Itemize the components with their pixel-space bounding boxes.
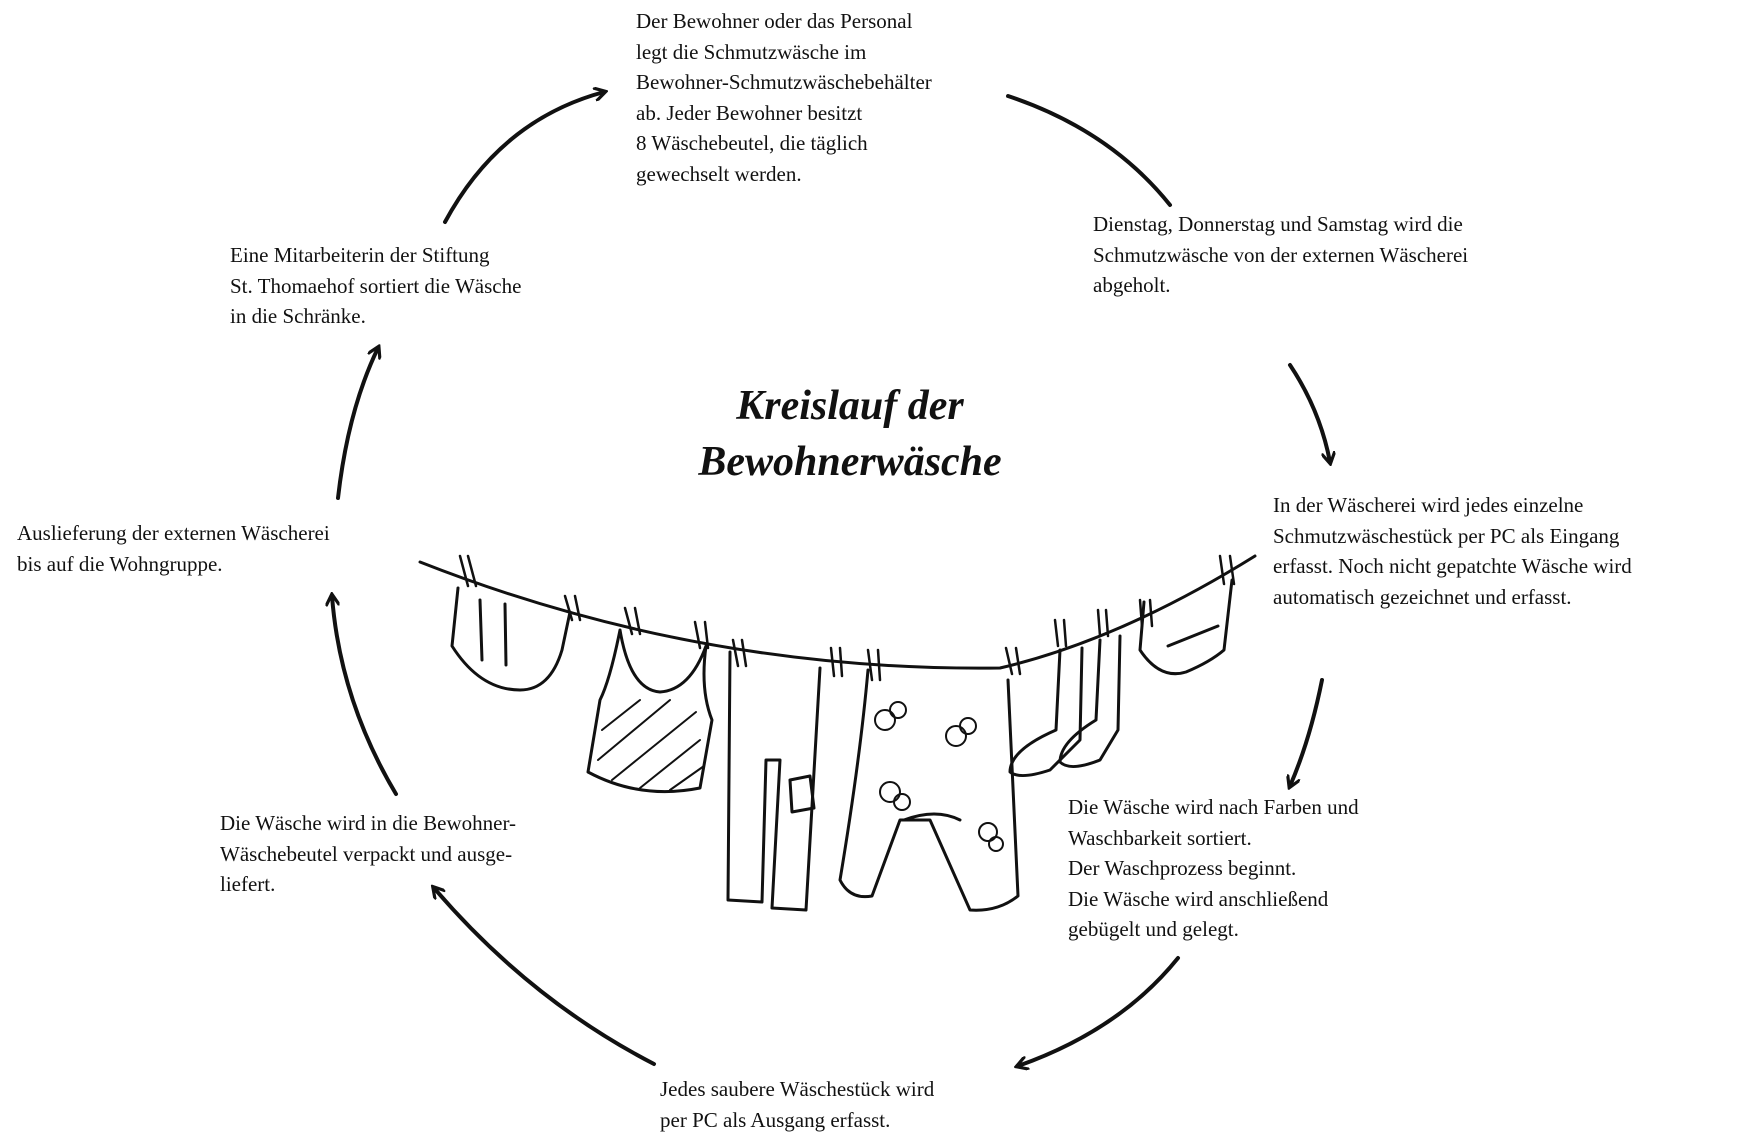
step-2-line: abgeholt. <box>1093 273 1171 297</box>
title-line-1: Kreislauf der <box>736 383 964 429</box>
step-3-line: automatisch gezeichnet und erfasst. <box>1273 584 1572 609</box>
step-3-line: Schmutzwäschestück per PC als Eingang <box>1273 523 1620 548</box>
clothesline-illustration <box>418 554 1257 912</box>
step-3-text: In der Wäscherei wird jedes einzelne Sch… <box>1273 490 1632 612</box>
step-5-line: Jedes saubere Wäschestück wird <box>660 1077 935 1101</box>
arrow-step2-to-step3 <box>1288 363 1330 462</box>
step-1-line: 8 Wäschebeutel, die täglich <box>636 131 868 155</box>
step-2-text: Dienstag, Donnerstag und Samstag wird di… <box>1093 209 1468 301</box>
step-1-line: gewechselt werden. <box>636 161 802 186</box>
step-1-line: Bewohner-Schmutzwäschebehälter <box>636 70 932 94</box>
step-6-text: Die Wäsche wird in die Bewohner- Wäscheb… <box>220 808 516 900</box>
step-4-line: Die Wäsche wird nach Farben und <box>1068 795 1359 819</box>
arrow-step7-to-step8 <box>336 348 378 500</box>
arrow-step3-to-step4 <box>1290 678 1324 786</box>
step-4-line: Der Waschprozess beginnt. <box>1068 856 1297 880</box>
arrow-step6-to-step7 <box>332 596 398 796</box>
step-2-line: Dienstag, Donnerstag und Samstag wird di… <box>1093 212 1463 236</box>
diagram-title: Kreislauf der Bewohnerwäsche <box>640 378 1060 490</box>
step-3-line: erfasst. Noch nicht gepatchte Wäsche wir… <box>1273 554 1632 578</box>
step-8-line: St. Thomaehof sortiert die Wäsche <box>230 273 522 298</box>
step-7-text: Auslieferung der externen Wäscherei bis … <box>17 518 330 579</box>
title-line-2: Bewohnerwäsche <box>698 439 1002 485</box>
step-6-line: Die Wäsche wird in die Bewohner- <box>220 811 517 835</box>
step-8-text: Eine Mitarbeiterin der Stiftung St. Thom… <box>230 240 521 332</box>
step-4-text: Die Wäsche wird nach Farben und Waschbar… <box>1068 792 1359 945</box>
arrow-step5-to-step6 <box>434 888 656 1066</box>
step-4-line: Die Wäsche wird anschließend <box>1068 886 1329 911</box>
step-1-line: legt die Schmutzwäsche im <box>636 39 867 64</box>
step-2-line: Schmutzwäsche von der externen Wäscherei <box>1093 242 1469 267</box>
step-7-line: bis auf die Wohngruppe. <box>17 551 223 576</box>
step-5-text: Jedes saubere Wäschestück wird per PC al… <box>660 1074 934 1135</box>
arrow-step4-to-step5 <box>1018 956 1180 1066</box>
arrow-step8-to-step1 <box>443 92 604 224</box>
step-1-line: Der Bewohner oder das Personal <box>636 9 913 33</box>
step-8-line: Eine Mitarbeiterin der Stiftung <box>230 243 490 267</box>
step-7-line: Auslieferung der externen Wäscherei <box>17 521 330 545</box>
step-8-line: in die Schränke. <box>230 304 366 328</box>
step-1-line: ab. Jeder Bewohner besitzt <box>636 100 863 125</box>
step-3-line: In der Wäscherei wird jedes einzelne <box>1273 493 1584 517</box>
step-6-line: Wäschebeutel verpackt und ausge- <box>220 841 513 866</box>
step-1-text: Der Bewohner oder das Personal legt die … <box>636 6 932 189</box>
step-4-line: Waschbarkeit sortiert. <box>1068 825 1252 850</box>
arrow-step1-to-step2 <box>1006 94 1172 207</box>
step-6-line: liefert. <box>220 872 276 896</box>
step-5-line: per PC als Ausgang erfasst. <box>660 1107 891 1132</box>
step-4-line: gebügelt und gelegt. <box>1068 917 1239 941</box>
